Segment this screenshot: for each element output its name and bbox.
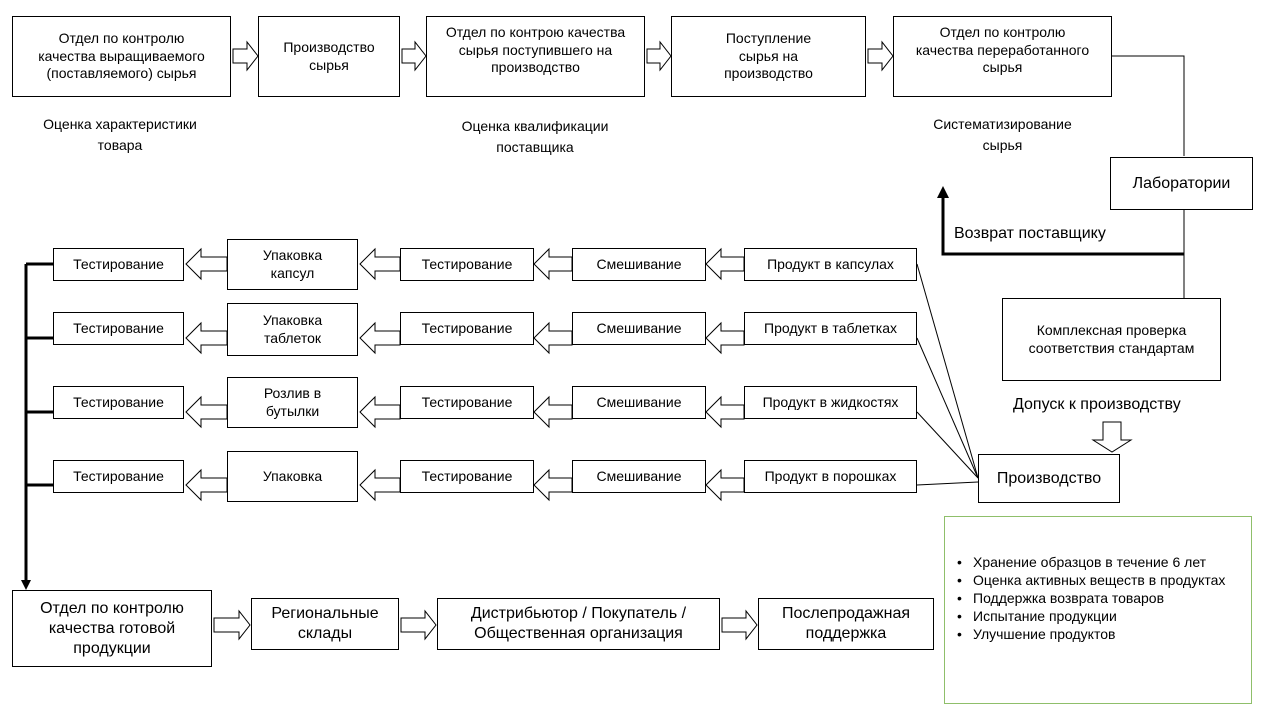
after-sales-support-box: Послепродажная поддержка <box>758 598 934 650</box>
line-flow-arrow <box>185 468 228 502</box>
product-box: Продукт в жидкостях <box>744 386 917 419</box>
caption-supplier-qualification: Оценка квалификации поставщика <box>461 118 609 155</box>
testing-box: Тестирование <box>400 312 534 345</box>
line-flow-arrow <box>185 247 228 281</box>
production-to-powders-line <box>916 481 979 486</box>
testing-box: Тестирование <box>400 248 534 281</box>
line-flow-arrow <box>705 395 745 429</box>
admission-arrow <box>1091 421 1133 453</box>
mixing-box: Смешивание <box>572 312 706 345</box>
finished-product-qc-box: Отдел по контролю качества готовой проду… <box>12 590 212 667</box>
note-item: Хранение образцов в течение 6 лет <box>955 553 1243 571</box>
processed-material-qc-box: Отдел по контролю качества переработанно… <box>893 16 1112 97</box>
product-box: Продукт в таблетках <box>744 312 917 345</box>
line-flow-arrow <box>359 468 401 502</box>
mixing-box: Смешивание <box>572 460 706 493</box>
line-flow-arrow <box>533 247 573 281</box>
laboratories-box: Лаборатории <box>1110 157 1253 210</box>
production-box: Производство <box>978 454 1120 503</box>
line-flow-arrow <box>705 247 745 281</box>
line-flow-arrow <box>359 321 401 355</box>
caption-product-characteristics: Оценка характеристики товара <box>43 116 197 153</box>
packaging-box: Розлив в бутылки <box>227 377 358 428</box>
note-item: Улучшение продуктов <box>955 625 1243 643</box>
production-to-capsules-line <box>916 263 979 479</box>
notes-panel: Хранение образцов в течение 6 лет Оценка… <box>944 516 1252 704</box>
admission-label: Допуск к производству <box>1013 396 1181 413</box>
production-to-tablets-line <box>916 337 979 479</box>
line-flow-arrow <box>359 247 401 281</box>
product-box: Продукт в капсулах <box>744 248 917 281</box>
final-testing-box: Тестирование <box>53 248 184 281</box>
distributor-box: Дистрибьютор / Покупатель / Общественная… <box>437 598 720 650</box>
top-flow-arrow <box>867 40 894 72</box>
line-flow-arrow <box>359 395 401 429</box>
incoming-material-qc-box: Отдел по контрою качества сырья поступив… <box>426 16 645 97</box>
final-testing-box: Тестирование <box>53 460 184 493</box>
line-flow-arrow <box>533 395 573 429</box>
compliance-check-box: Комплексная проверка соответствия станда… <box>1002 298 1221 381</box>
product-box: Продукт в порошках <box>744 460 917 493</box>
line-flow-arrow <box>705 321 745 355</box>
line-flow-arrow <box>185 321 228 355</box>
raw-material-production-box: Производство сырья <box>258 16 400 97</box>
bottom-flow-arrow <box>721 609 758 641</box>
mixing-box: Смешивание <box>572 248 706 281</box>
top-flow-arrow <box>232 40 259 72</box>
qc-to-laboratory-line <box>1111 55 1185 156</box>
final-testing-box: Тестирование <box>53 312 184 345</box>
top-flow-arrow <box>646 40 672 72</box>
bottom-flow-arrow <box>400 609 437 641</box>
regional-warehouses-box: Региональные склады <box>251 598 399 650</box>
line-flow-arrow <box>533 468 573 502</box>
note-item: Оценка активных веществ в продуктах <box>955 571 1243 589</box>
line-flow-arrow <box>533 321 573 355</box>
packaging-box: Упаковка таблеток <box>227 303 358 356</box>
top-flow-arrow <box>401 40 427 72</box>
testing-box: Тестирование <box>400 460 534 493</box>
packaging-box: Упаковка <box>227 451 358 502</box>
bottom-flow-arrow <box>213 609 251 641</box>
testing-box: Тестирование <box>400 386 534 419</box>
block-arrows <box>185 40 1133 641</box>
notes-list: Хранение образцов в течение 6 лет Оценка… <box>955 553 1243 643</box>
final-testing-box: Тестирование <box>53 386 184 419</box>
caption-material-systematization: Систематизирование сырья <box>933 116 1072 153</box>
final-testing-collector <box>21 262 53 590</box>
return-to-supplier-arrow <box>937 186 1184 256</box>
connector-lines <box>916 55 1185 486</box>
note-item: Испытание продукции <box>955 607 1243 625</box>
line-flow-arrow <box>705 468 745 502</box>
packaging-box: Упаковка капсул <box>227 239 358 290</box>
material-intake-box: Поступление сырья на производство <box>671 16 866 97</box>
raw-material-qc-box: Отдел по контролю качества выращиваемого… <box>12 16 231 97</box>
production-to-liquids-line <box>916 411 979 479</box>
mixing-box: Смешивание <box>572 386 706 419</box>
return-to-supplier-label: Возврат поставщику <box>954 225 1106 242</box>
note-item: Поддержка возврата товаров <box>955 589 1243 607</box>
line-flow-arrow <box>185 395 228 429</box>
